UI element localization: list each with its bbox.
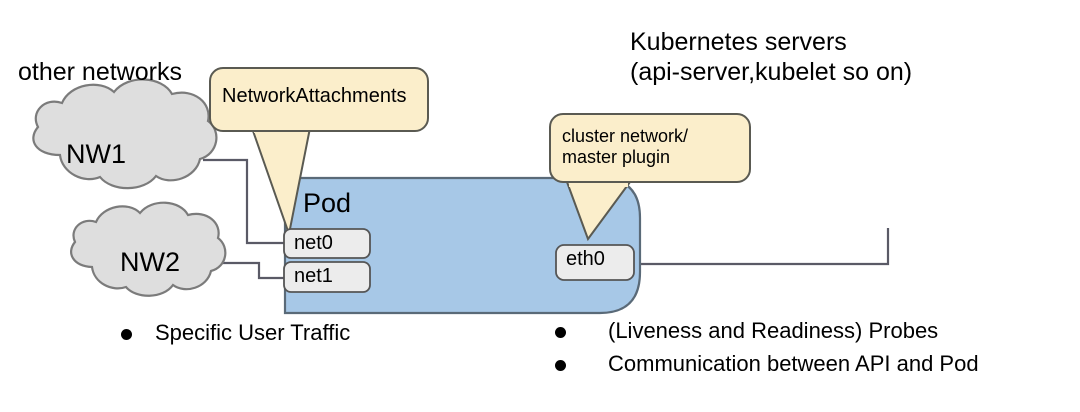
cluster-callout-line-2: master plugin <box>562 147 671 168</box>
interface-box-net0 <box>283 228 371 259</box>
connector-nw2-to-net1 <box>215 261 285 280</box>
callout-label-network-attachments: NetworkAttachments <box>222 85 407 107</box>
cluster-callout-line-1: cluster network/ <box>562 126 689 146</box>
label-kubernetes-servers: Kubernetes servers(api-server,kubelet so… <box>630 28 912 87</box>
callout-box-network-attachments <box>209 67 429 132</box>
bullet-dot-icon <box>555 327 566 338</box>
interface-box-eth0 <box>555 244 635 281</box>
bullet-dot-icon <box>555 360 566 371</box>
bullet-right-probes: (Liveness and Readiness) Probes <box>608 318 939 343</box>
bullet-left-specific-user-traffic: Specific User Traffic <box>155 320 351 345</box>
label-interface-eth0: eth0 <box>566 248 605 270</box>
connector-eth0-to-k8s-servers <box>632 228 890 266</box>
label-interface-net0: net0 <box>294 232 333 254</box>
callout-box-cluster-network <box>549 113 751 183</box>
bullet-right-communication: Communication between API and Pod <box>608 351 979 376</box>
label-pod: Pod <box>303 188 352 218</box>
label-cloud-nw1: NW1 <box>66 139 126 169</box>
cloud-nw2 <box>70 201 227 297</box>
label-other-networks: other networks <box>18 58 182 86</box>
bullet-dot-icon <box>121 329 132 340</box>
k8s-servers-line-2: (api-server,kubelet so on) <box>630 57 913 86</box>
interface-box-net1 <box>283 261 371 293</box>
label-interface-net1: net1 <box>294 265 333 287</box>
label-cloud-nw2: NW2 <box>120 247 180 277</box>
cloud-nw1 <box>32 78 218 190</box>
connector-nw1-to-net0 <box>203 158 285 245</box>
k8s-servers-line-1: Kubernetes servers <box>630 28 847 56</box>
callout-label-cluster-network: cluster network/master plugin <box>562 126 688 168</box>
